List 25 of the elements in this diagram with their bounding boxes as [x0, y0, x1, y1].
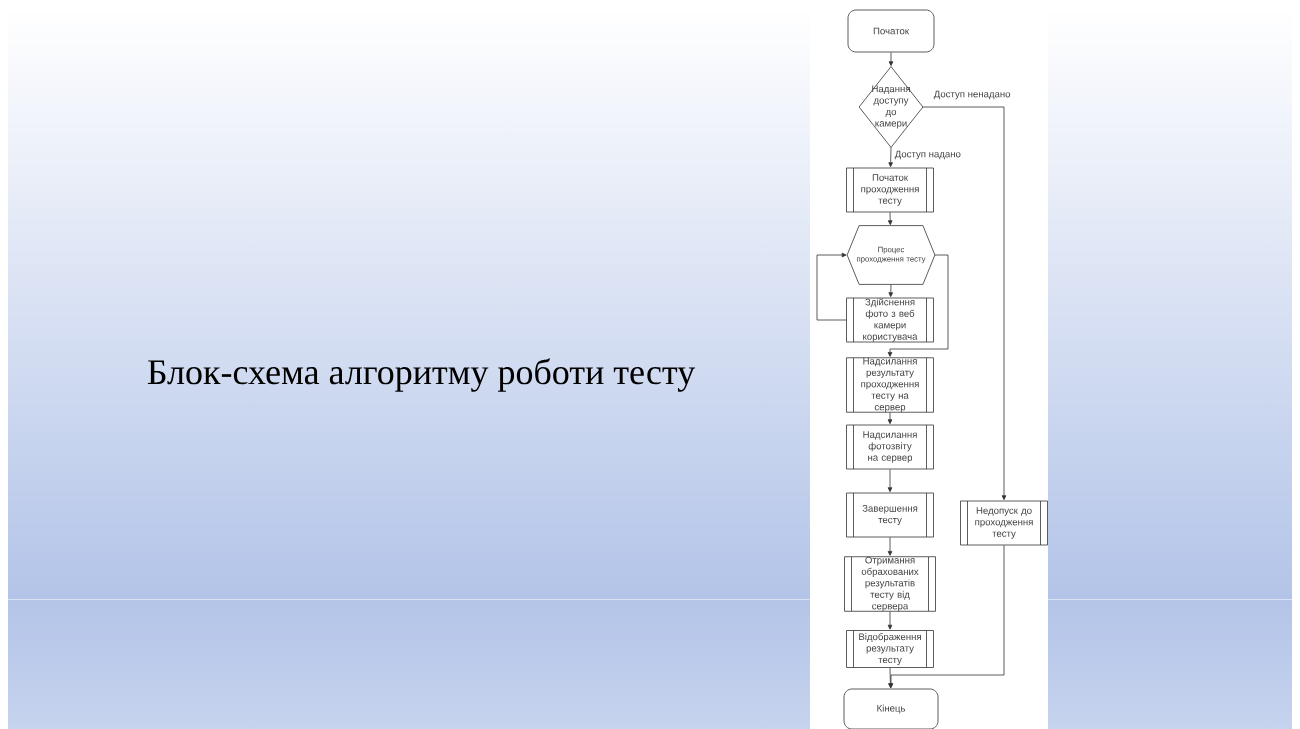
arrow: [888, 52, 894, 67]
arrow: [887, 212, 893, 226]
arrow: [887, 537, 893, 556]
edge-label: Доступ надано: [893, 149, 963, 161]
terminal-box: Кінець: [843, 688, 939, 729]
terminal-box: Початок: [847, 9, 935, 53]
arrow: [816, 252, 847, 321]
process-box: Завершення тесту: [846, 492, 934, 538]
process-box: Надсилання фотозвіту на сервер: [846, 424, 934, 470]
slide-title: Блок-схема алгоритму роботи тесту: [147, 358, 696, 392]
process-box: Початок проходження тесту: [846, 167, 934, 213]
arrow: [888, 147, 893, 168]
edge-label: Доступ ненадано: [932, 89, 1012, 101]
arrow: [887, 469, 893, 493]
process-box: Надсилання результату проходження тесту на сервер: [846, 357, 934, 413]
process-box: Відображення результату тесту: [846, 630, 934, 668]
arrow: [922, 106, 1007, 501]
process-box: Здійснення фото з веб камери користувача: [846, 297, 934, 343]
arrow: [887, 412, 893, 425]
process-box: Недопуск до проходження тесту: [960, 500, 1048, 546]
arrow: [887, 611, 893, 630]
process-box: Отримання обрахованих результатів тесту від сервера: [844, 556, 936, 612]
arrow: [888, 284, 894, 298]
arrow: [888, 545, 1005, 689]
arrow: [887, 254, 949, 357]
